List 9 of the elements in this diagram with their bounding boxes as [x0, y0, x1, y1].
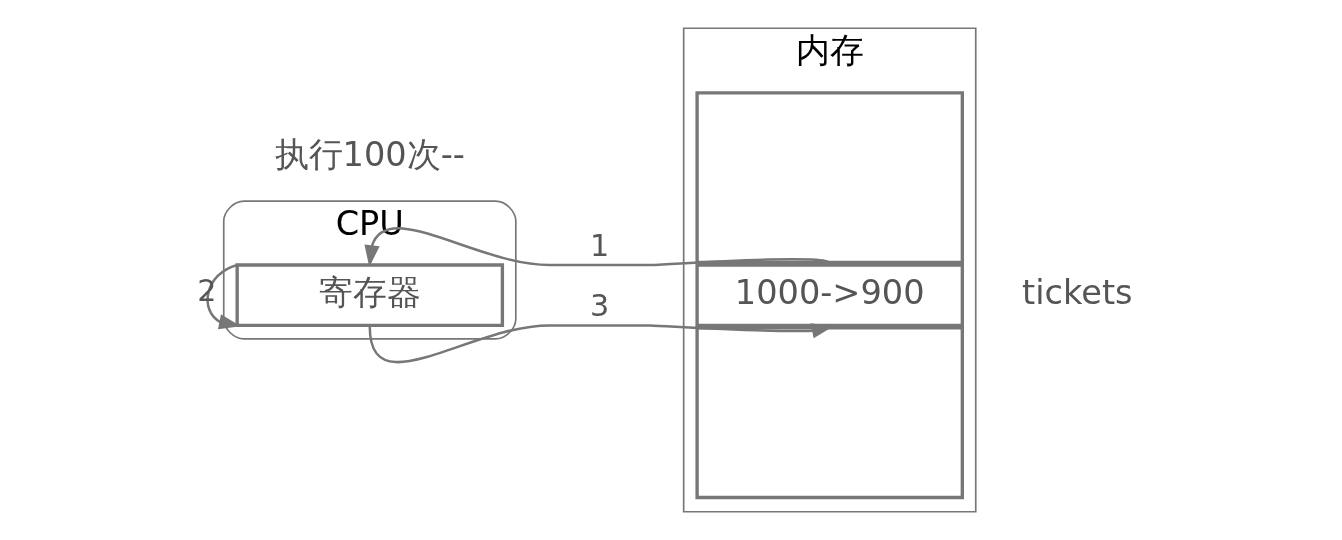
node-box: 1000->900: [695, 263, 964, 328]
edge-label: 3: [590, 287, 610, 323]
arrow: [364, 227, 831, 268]
node-box: 寄存器: [235, 263, 505, 328]
node-box: [695, 91, 964, 265]
node-label: tickets: [1022, 272, 1133, 312]
edge-label: 1: [590, 227, 610, 263]
label: 执行100次--: [274, 134, 465, 174]
node-box: [695, 326, 964, 500]
